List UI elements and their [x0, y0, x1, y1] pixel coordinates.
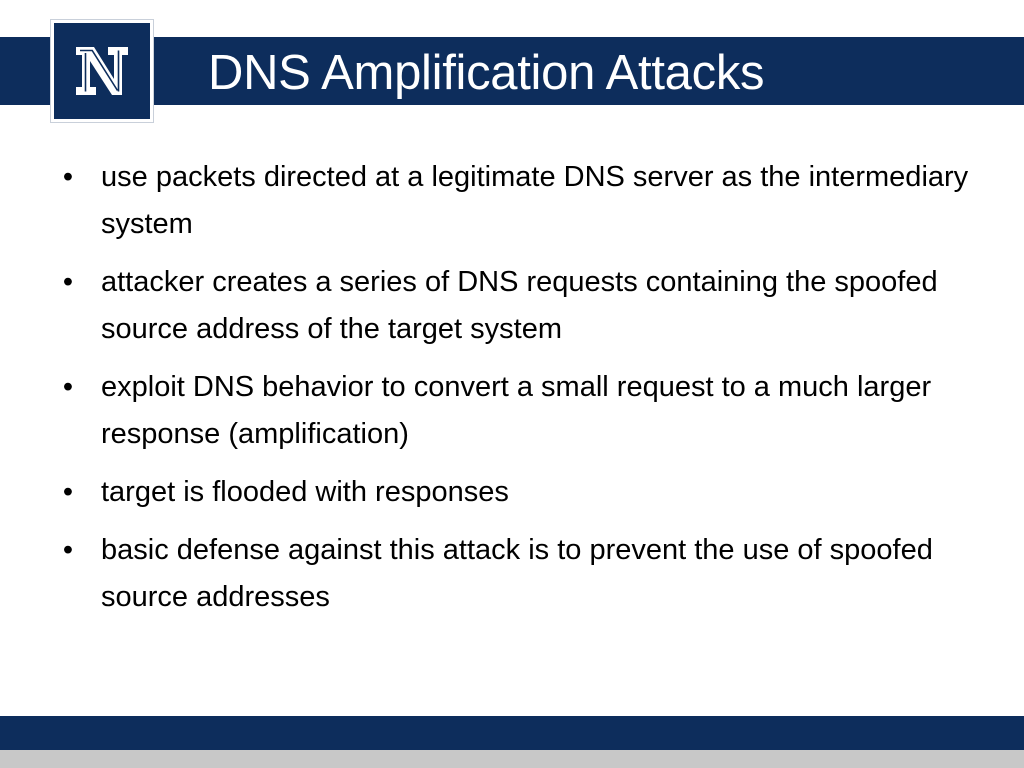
bullet-icon: • — [62, 534, 74, 566]
bullet-text: target is flooded with responses — [101, 476, 509, 508]
list-item: • use packets directed at a legitimate D… — [58, 154, 978, 248]
bullet-icon: • — [62, 161, 74, 193]
bullet-icon: • — [62, 371, 74, 403]
bullet-icon: • — [62, 476, 74, 508]
university-n-logo-icon — [50, 19, 154, 123]
list-item: • basic defense against this attack is t… — [58, 527, 978, 621]
list-item: • attacker creates a series of DNS reque… — [58, 259, 978, 353]
list-item: • exploit DNS behavior to convert a smal… — [58, 364, 978, 458]
bullet-list: • use packets directed at a legitimate D… — [58, 154, 978, 632]
list-item: • target is flooded with responses — [58, 469, 978, 516]
bullet-icon: • — [62, 266, 74, 298]
bullet-text: basic defense against this attack is to … — [101, 534, 933, 613]
header-bar — [0, 37, 1024, 105]
footer-strip — [0, 750, 1024, 768]
bullet-text: use packets directed at a legitimate DNS… — [101, 161, 969, 240]
footer-bar — [0, 716, 1024, 750]
bullet-text: exploit DNS behavior to convert a small … — [101, 371, 932, 450]
bullet-text: attacker creates a series of DNS request… — [101, 266, 938, 345]
slide-title: DNS Amplification Attacks — [208, 46, 765, 100]
